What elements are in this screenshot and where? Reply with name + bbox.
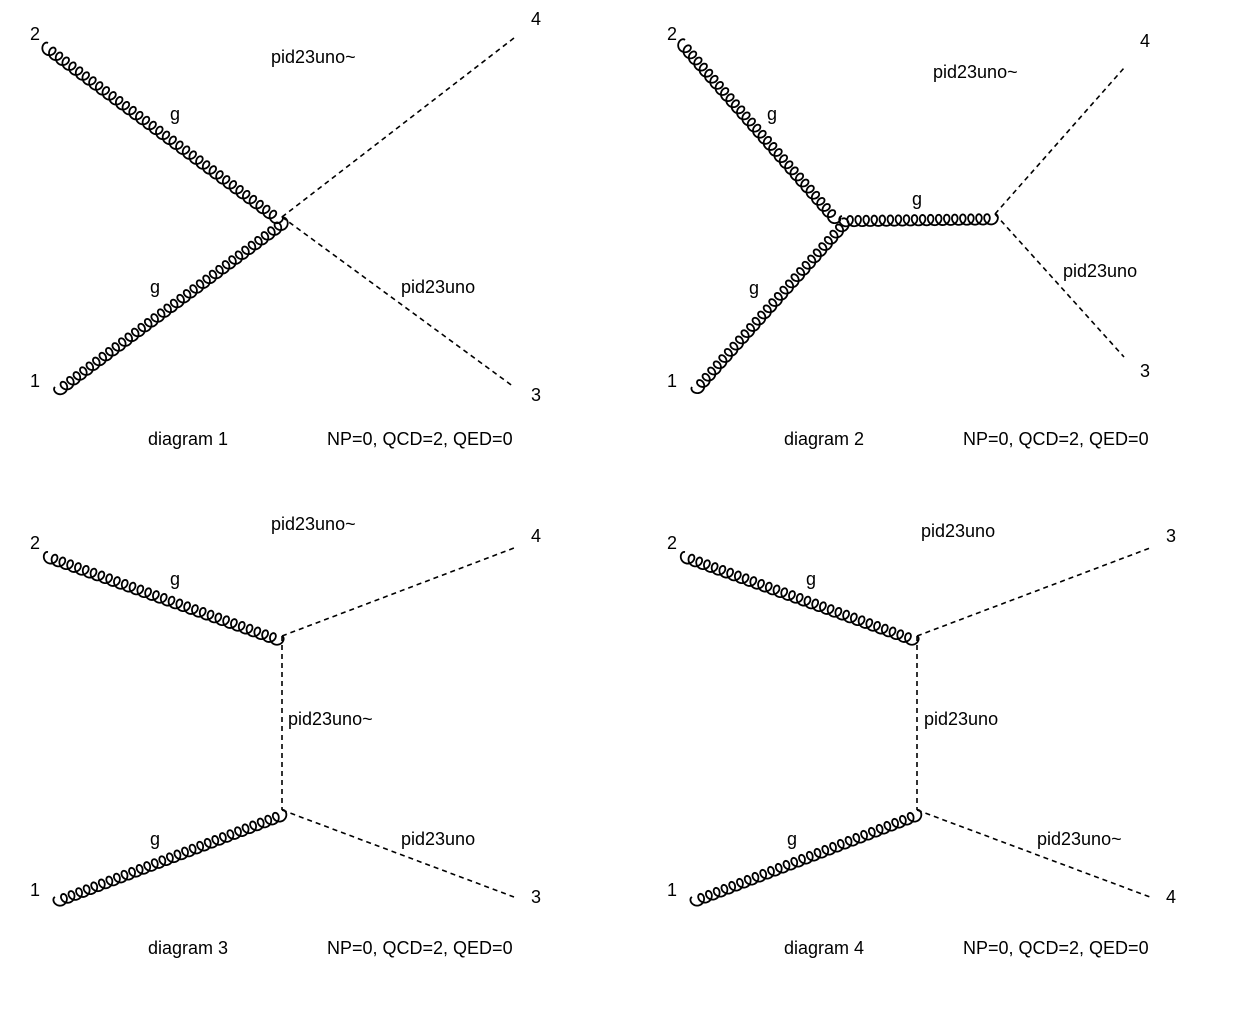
scalar-line — [281, 37, 515, 218]
diagram-3: 2 4 1 3 pid23uno~ g pid23uno~ g pid23uno… — [30, 514, 541, 958]
diagram-2: 2 4 1 3 pid23uno~ g g g pid23uno diagram… — [667, 24, 1150, 449]
external-label: 2 — [30, 533, 40, 553]
coupling-orders: NP=0, QCD=2, QED=0 — [963, 429, 1149, 449]
gluon-line — [677, 38, 842, 225]
external-label: 3 — [531, 887, 541, 907]
particle-label: pid23uno~ — [271, 514, 356, 534]
coupling-orders: NP=0, QCD=2, QED=0 — [963, 938, 1149, 958]
diagram-caption: diagram 4 — [784, 938, 864, 958]
gluon-line — [690, 217, 850, 395]
external-label: 3 — [1166, 526, 1176, 546]
particle-label: g — [806, 569, 816, 589]
external-label: 1 — [667, 371, 677, 391]
external-label: 1 — [30, 371, 40, 391]
external-label: 4 — [531, 526, 541, 546]
particle-label: pid23uno — [924, 709, 998, 729]
particle-label: pid23uno~ — [271, 47, 356, 67]
gluon-line — [52, 808, 288, 907]
gluon-line — [838, 213, 999, 228]
external-label: 1 — [30, 880, 40, 900]
gluon-line — [689, 808, 923, 907]
scalar-line — [281, 547, 515, 637]
particle-label: g — [787, 829, 797, 849]
external-label: 2 — [667, 533, 677, 553]
external-label: 4 — [531, 9, 541, 29]
coupling-orders: NP=0, QCD=2, QED=0 — [327, 938, 513, 958]
scalar-line — [916, 547, 1151, 637]
external-label: 4 — [1166, 887, 1176, 907]
diagram-4: 2 3 1 4 pid23uno g pid23uno g pid23uno~ … — [667, 521, 1176, 958]
scalar-line — [281, 809, 515, 898]
diagram-caption: diagram 2 — [784, 429, 864, 449]
external-label: 2 — [30, 24, 40, 44]
external-label: 2 — [667, 24, 677, 44]
diagram-caption: diagram 3 — [148, 938, 228, 958]
particle-label: g — [150, 829, 160, 849]
external-label: 3 — [531, 385, 541, 405]
diagram-1: 2 4 1 3 pid23uno~ g g pid23uno diagram 1… — [30, 9, 541, 449]
gluon-line — [41, 41, 284, 225]
particle-label: g — [912, 189, 922, 209]
particle-label: g — [150, 277, 160, 297]
particle-label: g — [767, 104, 777, 124]
diagram-caption: diagram 1 — [148, 429, 228, 449]
scalar-line — [916, 809, 1151, 898]
scalar-line — [281, 216, 515, 388]
particle-label: pid23uno — [401, 829, 475, 849]
gluon-line — [53, 216, 289, 396]
gluon-line — [679, 550, 920, 646]
coupling-orders: NP=0, QCD=2, QED=0 — [327, 429, 513, 449]
external-label: 3 — [1140, 361, 1150, 381]
particle-label: pid23uno~ — [1037, 829, 1122, 849]
particle-label: g — [170, 104, 180, 124]
scalar-line — [994, 213, 1125, 358]
particle-label: pid23uno~ — [288, 709, 373, 729]
particle-label: pid23uno — [401, 277, 475, 297]
external-label: 4 — [1140, 31, 1150, 51]
particle-label: pid23uno~ — [933, 62, 1018, 82]
external-label: 1 — [667, 880, 677, 900]
particle-label: g — [749, 278, 759, 298]
particle-label: pid23uno — [921, 521, 995, 541]
gluon-line — [42, 550, 285, 646]
particle-label: pid23uno — [1063, 261, 1137, 281]
scalar-line — [994, 67, 1125, 215]
particle-label: g — [170, 569, 180, 589]
